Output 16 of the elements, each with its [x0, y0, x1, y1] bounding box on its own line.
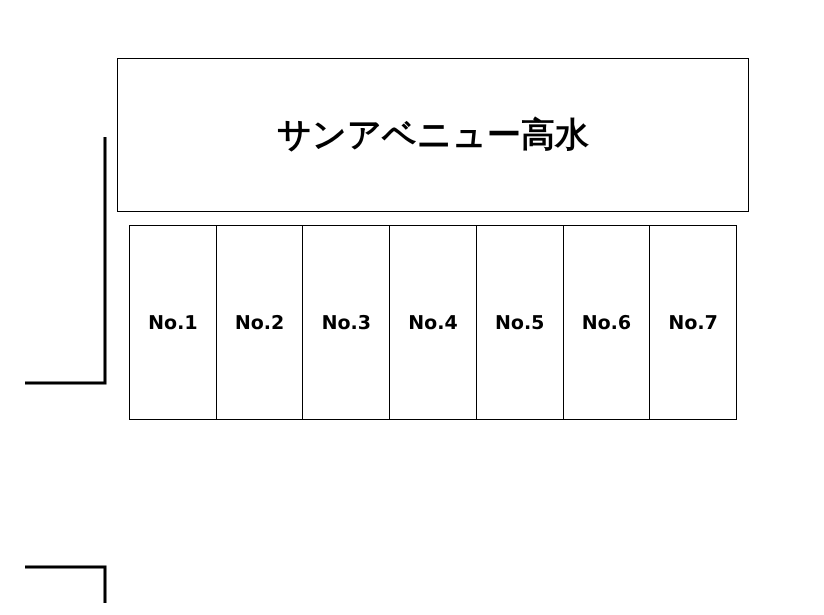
parking-space [302, 225, 390, 420]
space-number: No.6 [582, 312, 632, 334]
parking-space [649, 225, 737, 420]
space-number: No.4 [408, 312, 458, 334]
space-number: No.3 [322, 312, 371, 334]
building-name: サンアベニュー高水 [277, 114, 589, 157]
parking-space [216, 225, 304, 420]
building-box [117, 58, 749, 212]
space-number: No.7 [668, 312, 718, 334]
parking-space [129, 225, 217, 420]
space-number: No.1 [148, 312, 198, 334]
parking-space [562, 225, 650, 420]
parking-space [476, 225, 564, 420]
space-number: No.5 [494, 312, 544, 334]
space-number: No.2 [234, 312, 284, 334]
parking-space [389, 225, 477, 420]
